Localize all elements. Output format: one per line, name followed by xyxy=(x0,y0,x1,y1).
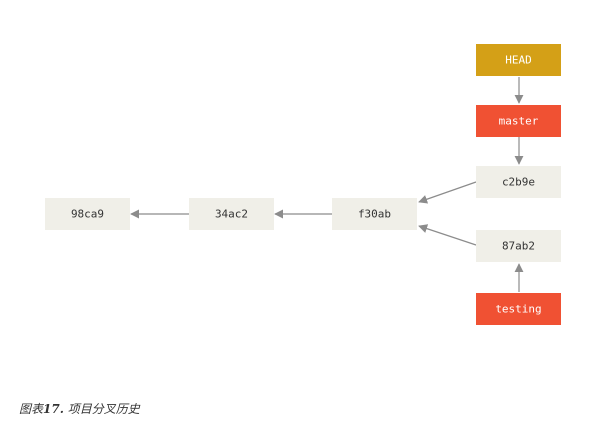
arrow-c2b9e-to-f30ab xyxy=(418,181,477,204)
head-pointer-label: HEAD xyxy=(505,54,532,67)
commit-node-34ac2: 34ac2 xyxy=(189,198,274,230)
branch-testing: testing xyxy=(476,293,561,325)
branch-master-label: master xyxy=(499,115,539,128)
commit-node-c2b9e: c2b9e xyxy=(476,166,561,198)
commit-node-87ab2: 87ab2 xyxy=(476,230,561,262)
commit-label-34ac2: 34ac2 xyxy=(215,208,248,221)
commit-label-87ab2: 87ab2 xyxy=(502,240,535,253)
caption-prefix: 图表 xyxy=(19,402,44,416)
arrow-87ab2-to-f30ab xyxy=(418,224,477,246)
branch-diagram: 98ca9 34ac2 f30ab c2b9e 87ab2 HEAD maste… xyxy=(45,44,561,325)
branch-master: master xyxy=(476,105,561,137)
head-pointer: HEAD xyxy=(476,44,561,76)
commit-label-98ca9: 98ca9 xyxy=(71,208,104,221)
commit-node-98ca9: 98ca9 xyxy=(45,198,130,230)
commit-label-c2b9e: c2b9e xyxy=(502,176,535,189)
figure-caption: 图表17. 项目分叉历史 xyxy=(19,400,140,417)
branch-testing-label: testing xyxy=(495,303,541,316)
commit-label-f30ab: f30ab xyxy=(358,208,391,221)
caption-text: 项目分叉历史 xyxy=(67,402,140,416)
commit-node-f30ab: f30ab xyxy=(332,198,417,230)
caption-number: 17. xyxy=(43,402,64,416)
